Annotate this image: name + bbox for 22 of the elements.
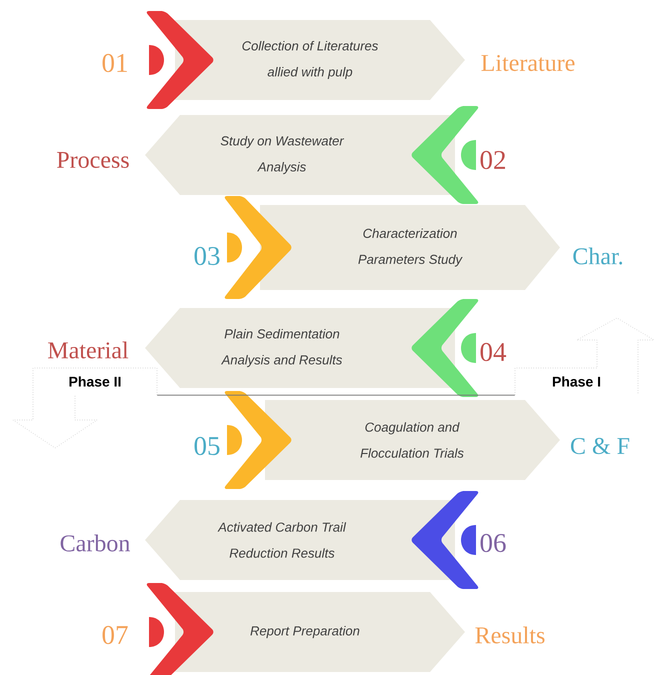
step-banner: Activated Carbon Trail Reduction Results <box>145 500 455 580</box>
step-keyword: Process <box>57 152 129 168</box>
step-number: 07 <box>102 626 128 644</box>
step-keyword: Results <box>475 626 544 644</box>
step-number: 06 <box>480 534 506 552</box>
step-number: 05 <box>194 436 220 456</box>
step-keyword: Carbon <box>60 534 130 552</box>
step-banner: Study on Wastewater Analysis <box>145 115 455 195</box>
step-banner: Coagulation and Flocculation Trials <box>265 400 560 480</box>
step-number: 02 <box>480 150 506 170</box>
step-banner: Plain Sedimentation Analysis and Results <box>145 308 455 388</box>
step-keyword: Char. <box>573 248 622 264</box>
connector-line <box>156 394 516 396</box>
step-banner: Report Preparation <box>175 592 465 672</box>
step-keyword: Material <box>48 342 128 358</box>
step-keyword: C & F <box>570 438 630 454</box>
step-number: 01 <box>102 54 127 72</box>
step-keyword: Literature <box>481 54 574 72</box>
step-number: 03 <box>194 246 220 266</box>
step-banner: Characterization Parameters Study <box>260 205 560 290</box>
step-number: 04 <box>480 342 506 362</box>
step-banner: Collection of Literatures allied with pulp <box>175 20 465 100</box>
